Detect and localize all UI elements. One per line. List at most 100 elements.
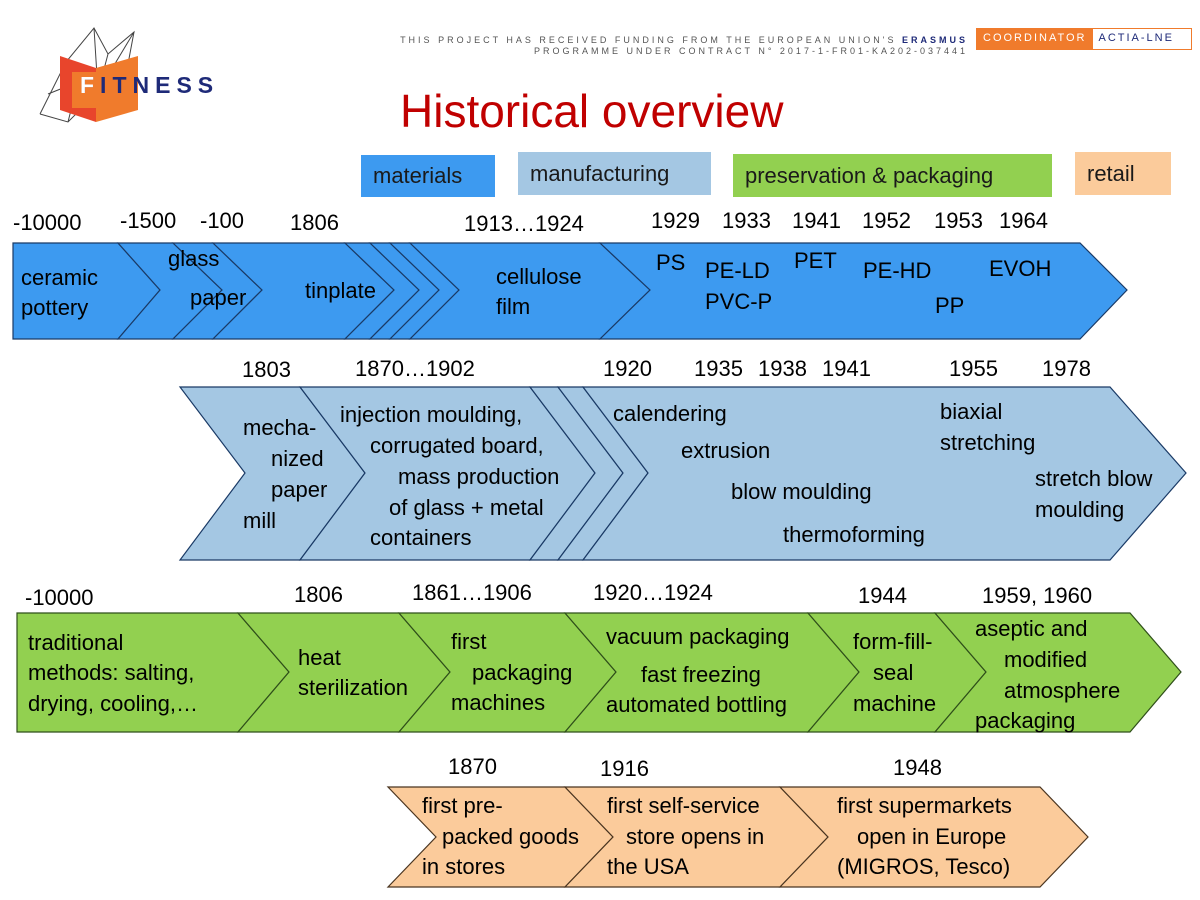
retail-label: in stores (422, 854, 506, 879)
preservation-year: -10000 (25, 585, 94, 610)
manufacturing-label: corrugated board, (370, 433, 544, 458)
materials-year: 1806 (290, 210, 339, 235)
materials-label: ceramic (21, 265, 99, 290)
manufacturing-year: 1870…1902 (355, 356, 475, 381)
manufacturing-year: 1941 (822, 356, 871, 381)
retail-year: 1948 (893, 755, 942, 780)
manufacturing-label: nized (271, 446, 324, 471)
legend-manufacturing: manufacturing (518, 152, 711, 195)
funding-prefix: THIS PROJECT HAS RECEIVED FUNDING FROM T… (400, 35, 902, 45)
materials-label: PS (656, 250, 686, 275)
manufacturing-label: of glass + metal (389, 495, 544, 520)
manufacturing-row-chevrons (178, 386, 1187, 561)
manufacturing-label: stretch blow (1035, 466, 1153, 491)
coordinator-name: ACTIA-LNE (1098, 32, 1174, 44)
legend-preservation: preservation & packaging (733, 154, 1052, 197)
materials-year: -1500 (120, 208, 177, 233)
preservation-label: machine (853, 691, 937, 716)
retail-chevron-3 (778, 786, 1089, 888)
materials-year: 1913…1924 (464, 211, 584, 236)
manufacturing-label: calendering (613, 401, 727, 426)
materials-label: cellulose (496, 264, 582, 289)
preservation-label: drying, cooling,… (28, 691, 198, 716)
materials-year: 1964 (999, 208, 1048, 233)
retail-label: first supermarkets (837, 793, 1012, 818)
materials-label: EVOH (989, 256, 1052, 281)
preservation-label: atmosphere (1004, 678, 1121, 703)
manufacturing-chevron-5 (581, 386, 1187, 561)
manufacturing-label: paper (271, 477, 328, 502)
funding-line-1: THIS PROJECT HAS RECEIVED FUNDING FROM T… (340, 35, 968, 45)
preservation-year: 1944 (858, 583, 907, 608)
materials-year: 1952 (862, 208, 911, 233)
logo-text: FITNESS (80, 72, 219, 99)
materials-label: film (496, 294, 531, 319)
coordinator-label: COORDINATOR (977, 29, 1093, 49)
preservation-label: methods: salting, (28, 660, 195, 685)
manufacturing-label: mill (243, 508, 276, 533)
preservation-year: 1920…1924 (593, 580, 713, 605)
preservation-year: 1806 (294, 582, 343, 607)
logo-f-overlay: F (80, 72, 101, 98)
materials-label: glass (168, 246, 220, 271)
preservation-label: seal (873, 660, 914, 685)
legend-retail: retail (1075, 152, 1171, 195)
retail-label: open in Europe (857, 824, 1007, 849)
page-title: Historical overview (400, 85, 784, 137)
manufacturing-label: stretching (940, 430, 1036, 455)
manufacturing-label: thermoforming (783, 522, 925, 547)
preservation-year: 1959, 1960 (982, 583, 1093, 608)
preservation-label: sterilization (298, 675, 409, 700)
manufacturing-label: moulding (1035, 497, 1125, 522)
retail-row-chevrons (386, 786, 1089, 888)
materials-year: 1941 (792, 208, 841, 233)
manufacturing-label: containers (370, 525, 472, 550)
manufacturing-label: injection moulding, (340, 402, 523, 427)
materials-label: PE-HD (863, 258, 932, 283)
materials-label: pottery (21, 295, 89, 320)
materials-label: PET (794, 248, 837, 273)
materials-label: PVC-P (705, 289, 773, 314)
manufacturing-label: blow moulding (731, 479, 872, 504)
retail-label: the USA (607, 854, 689, 879)
legend-materials: materials (361, 155, 495, 197)
materials-label: PP (935, 293, 965, 318)
funding-bold: ERASMUS (901, 35, 968, 45)
preservation-label: heat (298, 645, 341, 670)
materials-year: 1953 (934, 208, 983, 233)
retail-year: 1916 (600, 756, 649, 781)
preservation-label: form-fill- (853, 629, 933, 654)
preservation-row-chevrons (16, 612, 1182, 733)
materials-label: PE-LD (705, 258, 770, 283)
retail-label: first pre- (422, 793, 503, 818)
preservation-label: machines (451, 690, 546, 715)
preservation-label: packaging (975, 708, 1076, 733)
materials-year: 1933 (722, 208, 771, 233)
manufacturing-year: 1803 (242, 357, 291, 382)
retail-label: store opens in (626, 824, 765, 849)
materials-label: tinplate (305, 278, 376, 303)
preservation-label: vacuum packaging (606, 624, 790, 649)
materials-year: -10000 (13, 210, 82, 235)
preservation-label: traditional (28, 630, 124, 655)
materials-chevron-9 (598, 242, 1128, 340)
manufacturing-year: 1955 (949, 356, 998, 381)
materials-row-chevrons (12, 242, 1128, 340)
coordinator-badge: COORDINATOR ACTIA-LNE (976, 28, 1192, 50)
materials-year: -100 (200, 208, 245, 233)
retail-label: (MIGROS, Tesco) (837, 854, 1011, 879)
manufacturing-label: biaxial (940, 399, 1003, 424)
materials-year: 1929 (651, 208, 700, 233)
preservation-label: aseptic and (975, 616, 1088, 641)
logo-text-value: FITNESS (80, 72, 220, 98)
manufacturing-label: extrusion (681, 438, 771, 463)
manufacturing-label: mass production (398, 464, 560, 489)
preservation-year: 1861…1906 (412, 580, 532, 605)
retail-label: first self-service (607, 793, 760, 818)
logo-f-tile (72, 72, 102, 108)
manufacturing-year: 1978 (1042, 356, 1091, 381)
manufacturing-label: mecha- (243, 415, 317, 440)
manufacturing-year: 1935 (694, 356, 743, 381)
